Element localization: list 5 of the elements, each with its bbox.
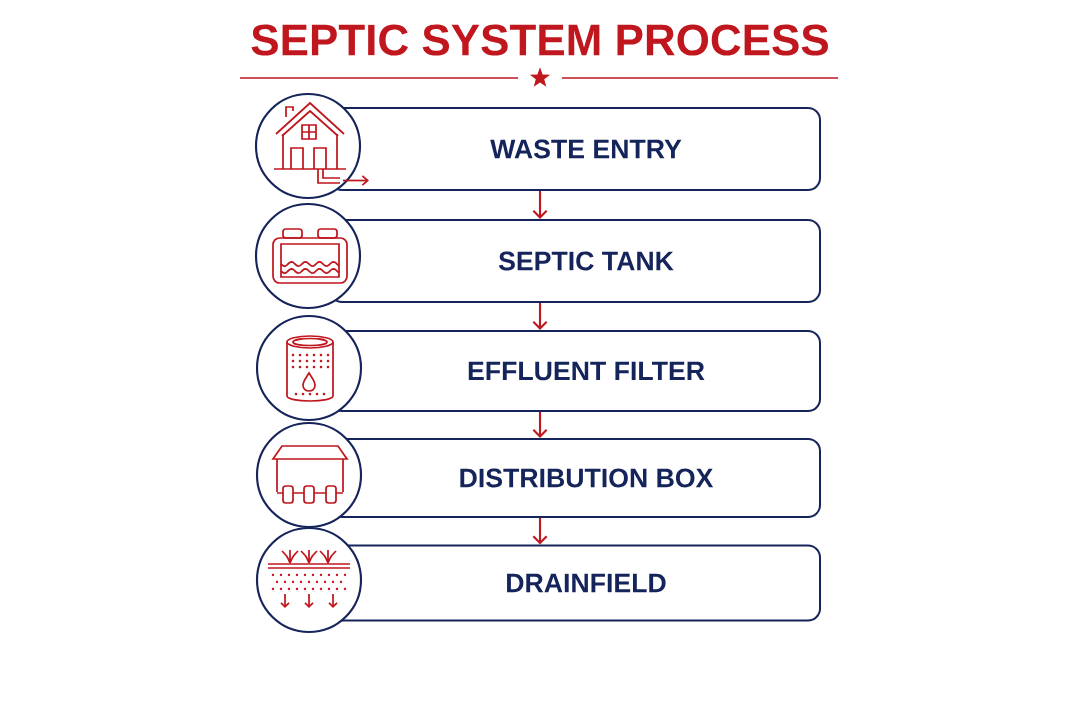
- title: SEPTIC SYSTEM PROCESS: [251, 24, 828, 56]
- arrow: [532, 518, 548, 545]
- arrow: [532, 303, 548, 330]
- arrow: [532, 412, 548, 438]
- arrow: [532, 191, 548, 219]
